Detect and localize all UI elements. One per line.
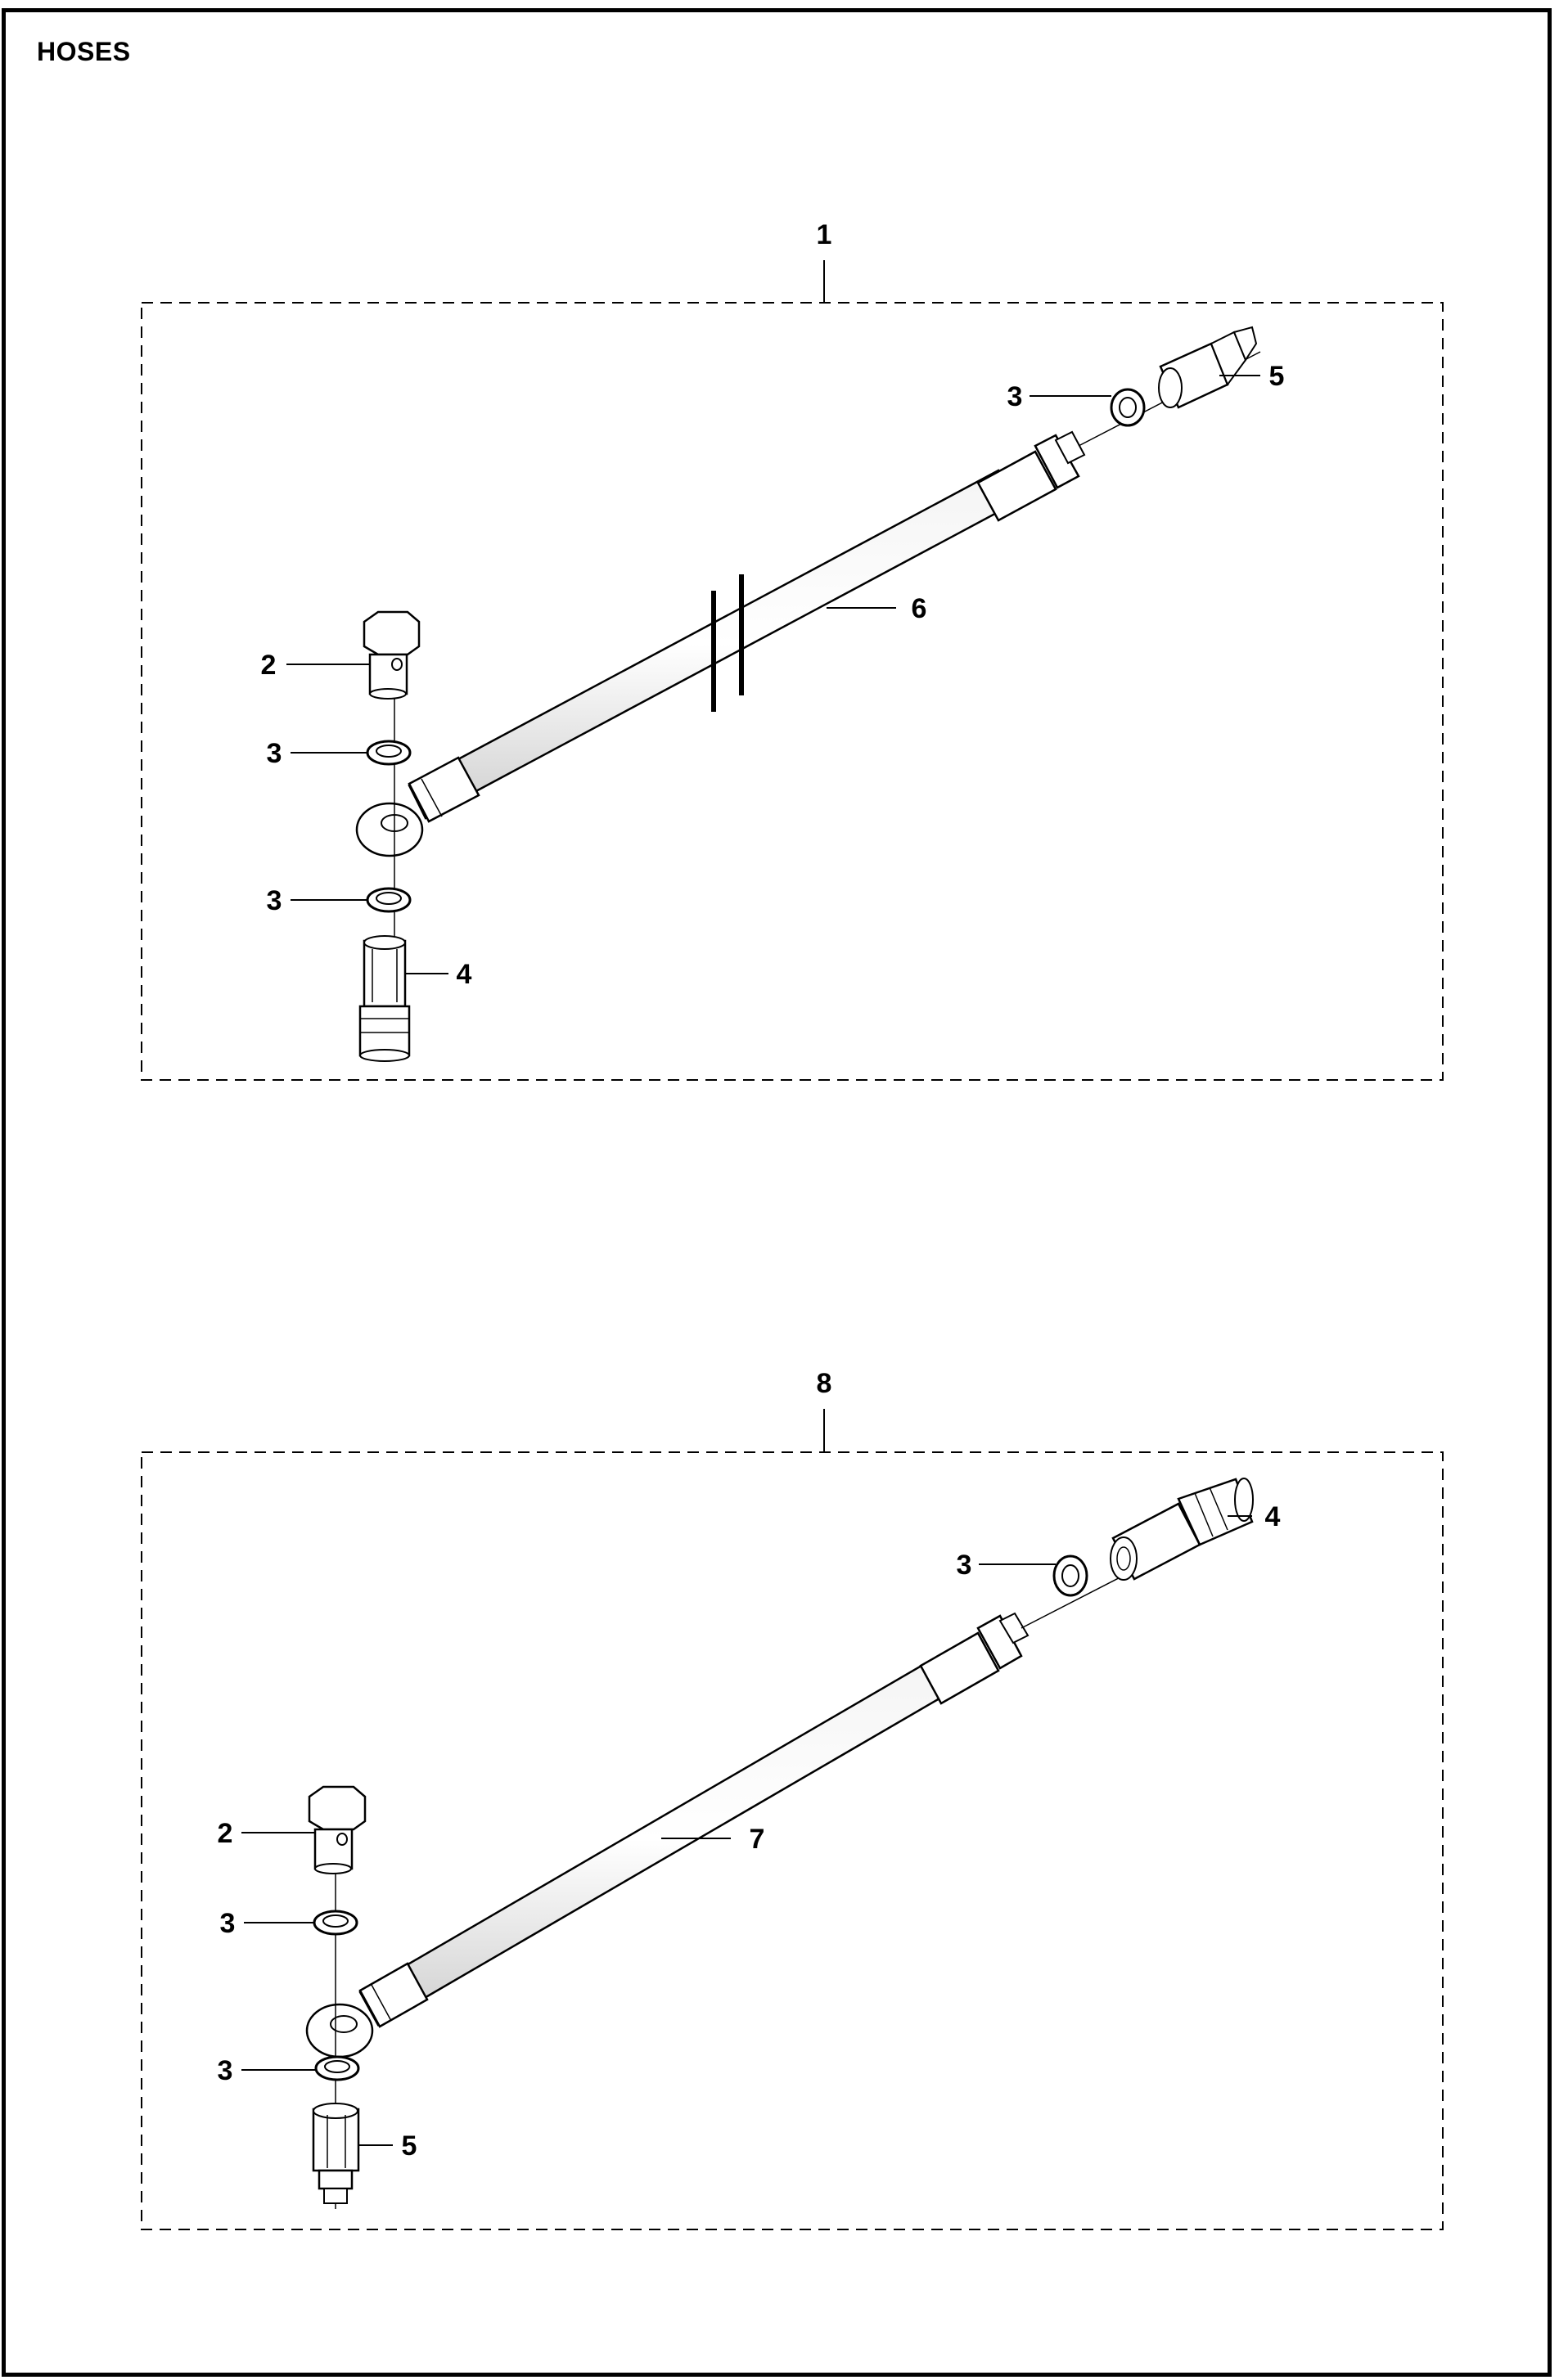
hose-6 xyxy=(408,430,1086,823)
banjo-eye-8 xyxy=(305,2003,374,2058)
callout-adapter-5-b: 5 xyxy=(358,2130,417,2162)
callout-coupling-4-b: 4 xyxy=(1228,1501,1281,1532)
callout-washer-3-a1: 3 xyxy=(267,738,367,769)
svg-text:3: 3 xyxy=(267,738,282,769)
callout-washer-3-a2: 3 xyxy=(267,885,367,916)
assembly-8-boundary xyxy=(141,1451,1444,2230)
callout-coupling-4-a: 4 xyxy=(405,959,472,990)
washer-3e xyxy=(314,2055,360,2081)
assembly-1-callout: 1 xyxy=(817,219,832,250)
coupling-4-b xyxy=(1110,1478,1254,1581)
washer-3d xyxy=(313,1910,358,1936)
svg-text:2: 2 xyxy=(261,650,277,681)
callout-washer-3-a3: 3 xyxy=(1007,381,1111,412)
svg-text:3: 3 xyxy=(267,885,282,916)
callout-bolt-2-a: 2 xyxy=(261,650,370,681)
coupling-4 xyxy=(358,935,411,1062)
svg-text:7: 7 xyxy=(750,1824,765,1855)
banjo-bolt-2-b xyxy=(308,1785,367,1874)
svg-text:3: 3 xyxy=(957,1550,972,1581)
washer-3f xyxy=(1052,1554,1088,1597)
washer-3a xyxy=(366,740,412,766)
banjo-eye-1 xyxy=(355,802,424,857)
washer-3b xyxy=(366,887,412,913)
banjo-bolt-2 xyxy=(363,610,421,700)
svg-text:6: 6 xyxy=(912,593,927,624)
svg-text:3: 3 xyxy=(218,2055,233,2086)
adapter-5-b xyxy=(312,2103,360,2204)
page-title: HOSES xyxy=(37,37,131,66)
callout-adapter-5-a: 5 xyxy=(1219,361,1284,392)
svg-text:4: 4 xyxy=(1265,1501,1281,1532)
svg-text:3: 3 xyxy=(220,1908,236,1939)
assembly-1-boundary xyxy=(141,302,1444,1081)
washer-3c xyxy=(1110,388,1146,427)
adapter-5 xyxy=(1158,326,1258,409)
svg-text:2: 2 xyxy=(218,1818,233,1849)
svg-text:3: 3 xyxy=(1007,381,1023,412)
callout-hose-6: 6 xyxy=(827,593,926,624)
assembly-8-callout: 8 xyxy=(817,1368,832,1399)
callout-washer-3-b3: 3 xyxy=(957,1550,1056,1581)
page-frame xyxy=(2,8,1552,2377)
assembly-8: 8 xyxy=(141,1368,1444,2230)
svg-text:4: 4 xyxy=(457,959,472,990)
callout-washer-3-b2: 3 xyxy=(218,2055,316,2086)
hose-7 xyxy=(358,1612,1030,2028)
callout-bolt-2-b: 2 xyxy=(218,1818,315,1849)
assembly-1: 1 xyxy=(141,219,1444,1081)
svg-text:5: 5 xyxy=(402,2130,417,2162)
callout-washer-3-b1: 3 xyxy=(220,1908,314,1939)
svg-text:5: 5 xyxy=(1269,361,1285,392)
callout-hose-7: 7 xyxy=(661,1824,764,1855)
